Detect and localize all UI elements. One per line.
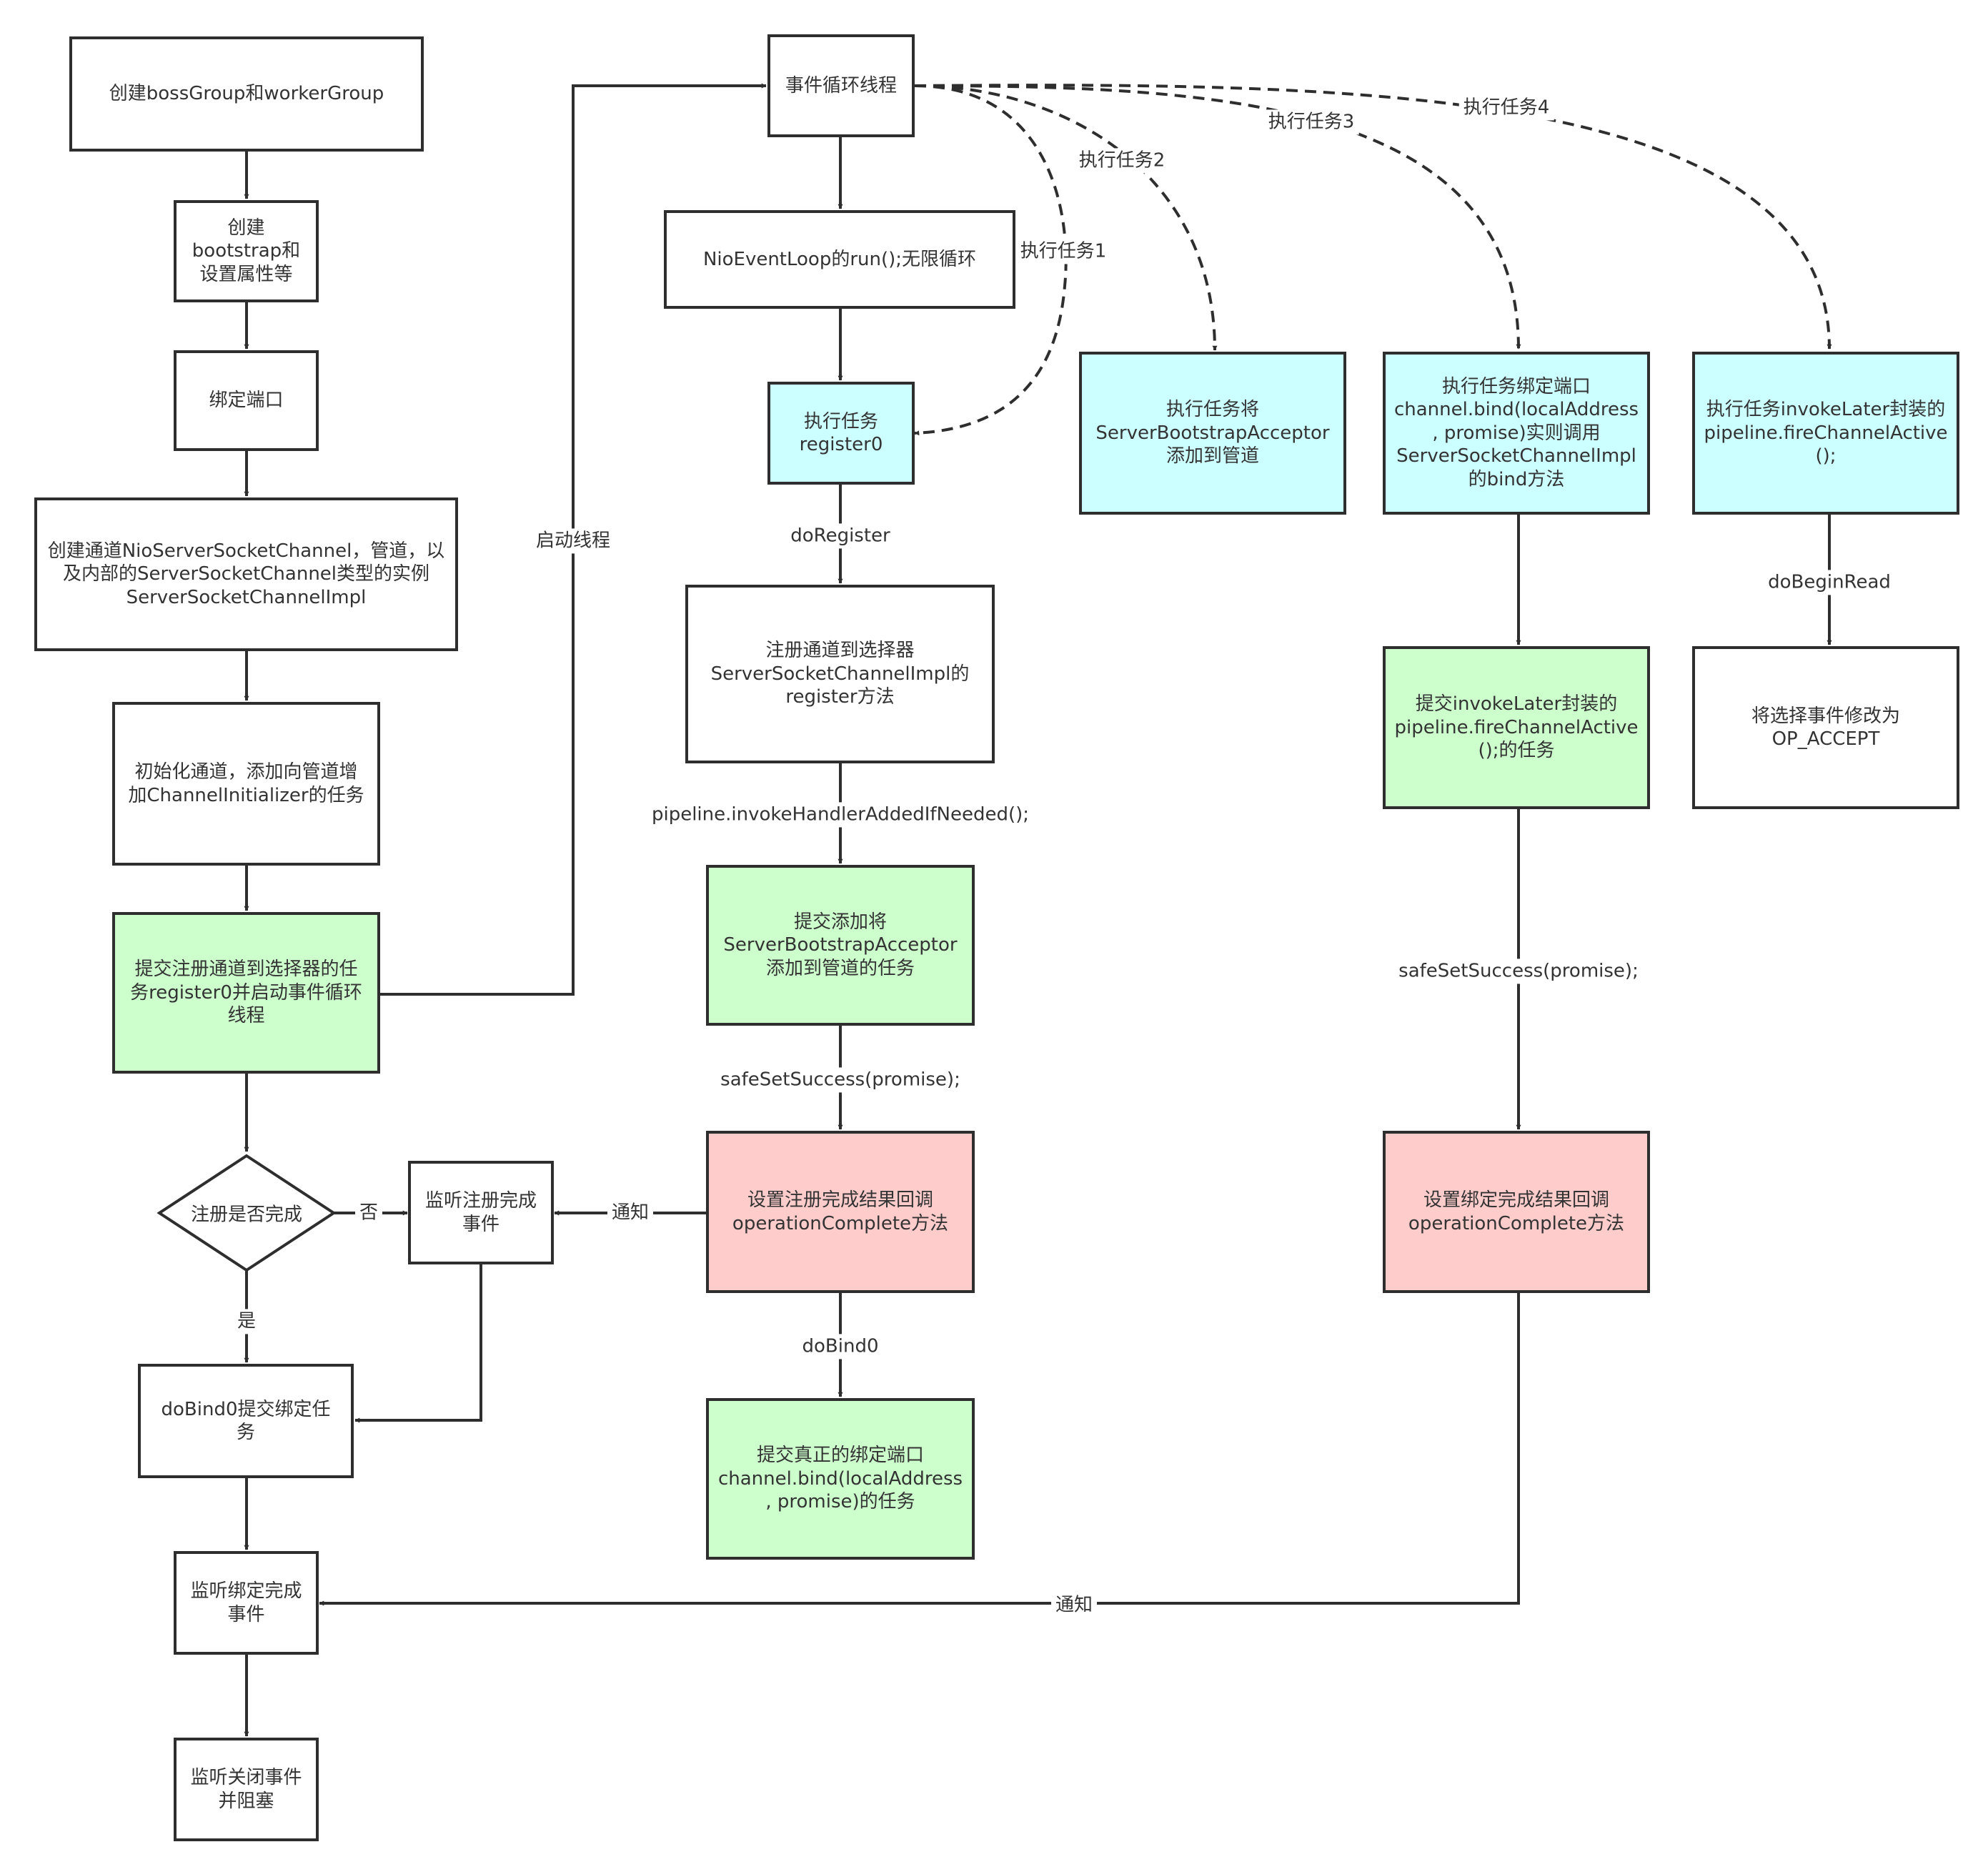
label-no: 否 — [354, 1200, 383, 1226]
label-safe-set-success-1: safeSetSuccess(promise); — [716, 1067, 965, 1093]
node-register-selector: 注册通道到选择器 ServerSocketChannelImpl的 regist… — [685, 585, 995, 763]
node-bind-port: 绑定端口 — [174, 350, 319, 451]
node-create-channel: 创建通道NioServerSocketChannel，管道，以 及内部的Serv… — [34, 497, 458, 651]
node-listen-bind: 监听绑定完成 事件 — [174, 1551, 319, 1655]
node-set-register-result: 设置注册完成结果回调 operationComplete方法 — [706, 1131, 975, 1293]
node-submit-invoke-later: 提交invokeLater封装的 pipeline.fireChannelAct… — [1383, 646, 1650, 809]
label-safe-set-success-2: safeSetSuccess(promise); — [1394, 959, 1643, 984]
node-nio-run: NioEventLoop的run();无限循环 — [664, 210, 1015, 309]
label-task3: 执行任务3 — [1263, 109, 1359, 135]
label-notify-register: 通知 — [607, 1200, 654, 1226]
node-exec-add-acceptor: 执行任务将 ServerBootstrapAcceptor 添加到管道 — [1079, 352, 1346, 515]
label-yes: 是 — [232, 1309, 261, 1334]
label-task4: 执行任务4 — [1458, 95, 1554, 121]
label-do-begin-read: doBeginRead — [1764, 570, 1895, 595]
node-create-groups: 创建bossGroup和workerGroup — [69, 36, 424, 152]
node-listen-close: 监听关闭事件 并阻塞 — [174, 1738, 319, 1841]
label-task2: 执行任务2 — [1074, 148, 1170, 174]
node-listen-register: 监听注册完成 事件 — [408, 1161, 554, 1264]
node-submit-add-acceptor: 提交添加将 ServerBootstrapAcceptor 添加到管道的任务 — [706, 865, 975, 1026]
decision-label: 注册是否完成 — [190, 1204, 303, 1226]
node-create-bootstrap: 创建 bootstrap和 设置属性等 — [174, 200, 319, 302]
edge-listen-register-to-dobind0 — [354, 1264, 482, 1423]
node-submit-real-bind: 提交真正的绑定端口 channel.bind(localAddress , pr… — [706, 1398, 975, 1560]
node-init-channel: 初始化通道，添加向管道增 加ChannelInitializer的任务 — [112, 702, 380, 866]
label-notify-bind: 通知 — [1050, 1593, 1098, 1618]
label-task1: 执行任务1 — [1015, 239, 1111, 264]
label-invoke-handler: pipeline.invokeHandlerAddedIfNeeded(); — [647, 802, 1034, 828]
node-submit-register: 提交注册通道到选择器的任 务register0并启动事件循环 线程 — [112, 912, 380, 1074]
label-do-register: doRegister — [786, 523, 895, 549]
node-event-loop-thread: 事件循环线程 — [767, 34, 915, 137]
node-set-op-accept: 将选择事件修改为 OP_ACCEPT — [1692, 646, 1959, 809]
node-exec-bind-port: 执行任务绑定端口 channel.bind(localAddress , pro… — [1383, 352, 1650, 515]
node-dobind0: doBind0提交绑定任 务 — [138, 1364, 354, 1478]
label-start-thread: 启动线程 — [531, 528, 615, 554]
label-do-bind0: doBind0 — [797, 1334, 883, 1360]
node-exec-invoke-later: 执行任务invokeLater封装的 pipeline.fireChannelA… — [1692, 352, 1959, 515]
node-exec-register0: 执行任务 register0 — [767, 382, 915, 485]
edge-notify-bind — [319, 1293, 1520, 1606]
node-set-bind-result: 设置绑定完成结果回调 operationComplete方法 — [1383, 1131, 1650, 1293]
decision-diamond — [156, 1154, 337, 1272]
edge-task4 — [914, 84, 1832, 350]
edge-task1 — [914, 84, 1068, 436]
